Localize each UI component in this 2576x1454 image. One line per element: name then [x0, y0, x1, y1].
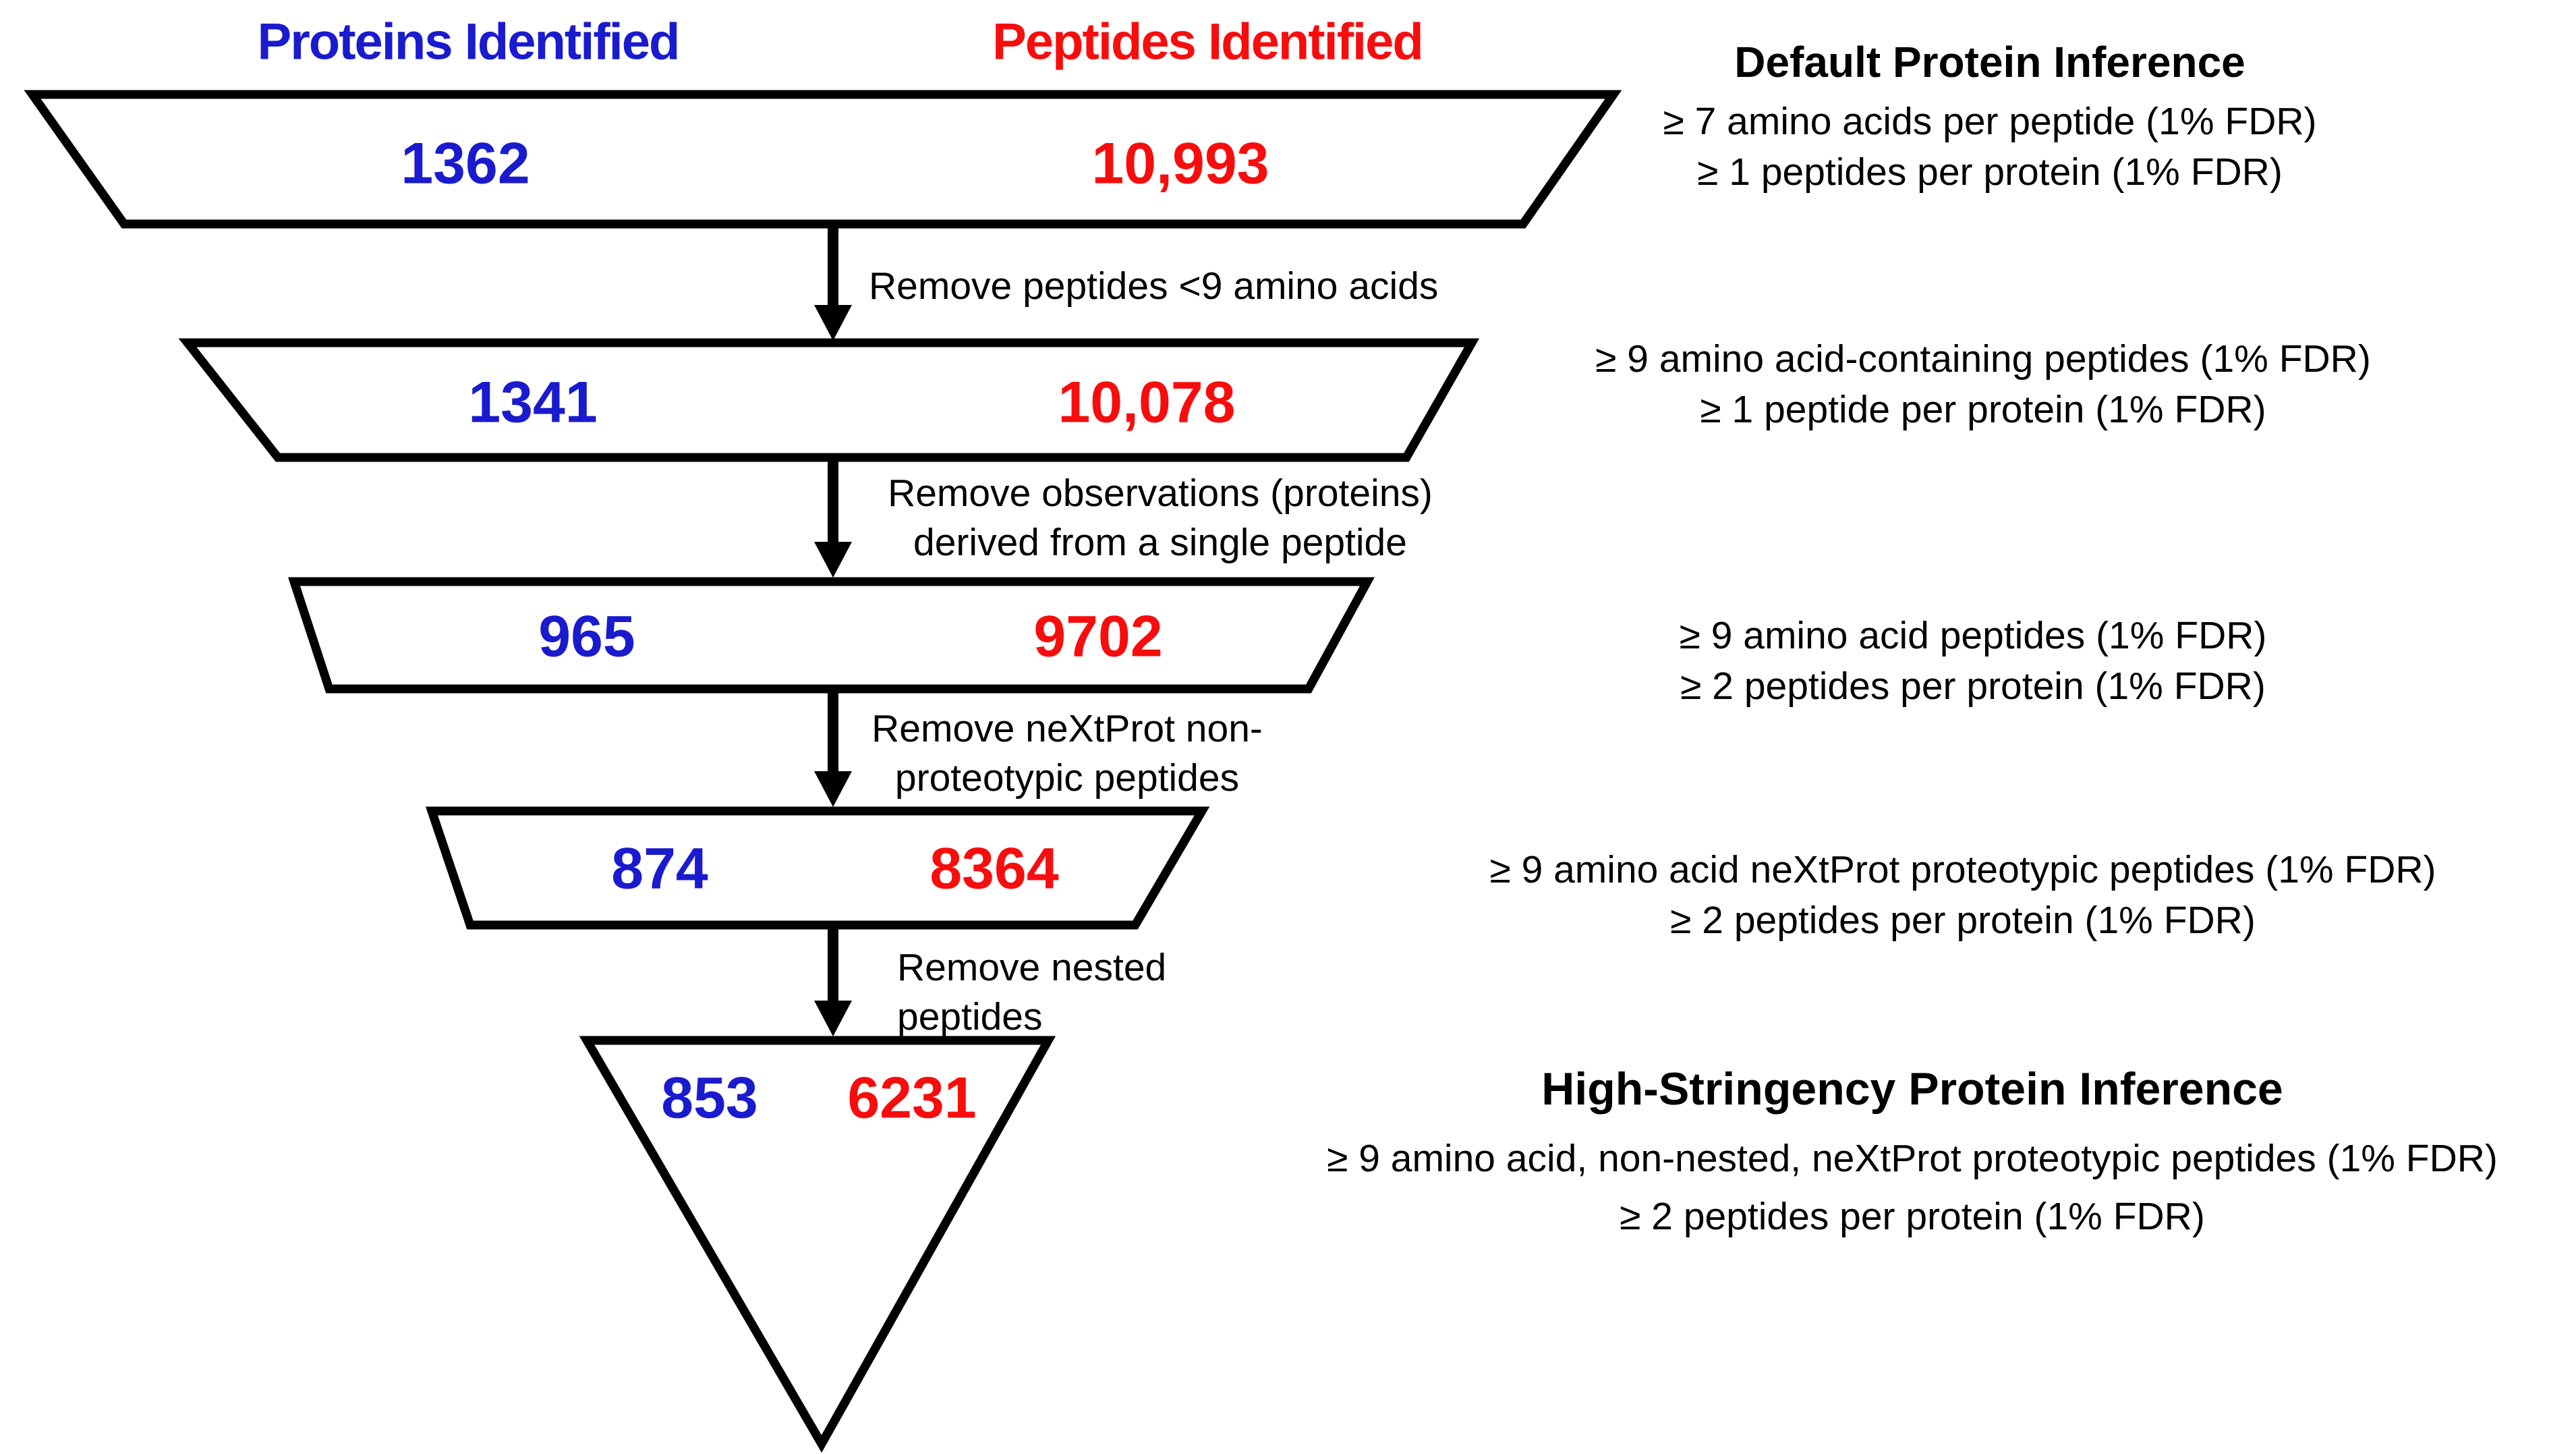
annotation-line: ≥ 1 peptides per protein (1% FDR) — [1697, 150, 2283, 194]
annotation-stage-3: ≥ 9 amino acid peptides (1% FDR) ≥ 2 pep… — [1680, 611, 2267, 712]
transition-4-label: Remove nested peptides — [897, 943, 1166, 1042]
down-arrow-icon — [814, 928, 852, 1036]
stage-5-protein-count: 853 — [661, 1065, 758, 1131]
peptides-column-header: Peptides Identified — [992, 13, 1424, 71]
stage-4-protein-count: 874 — [611, 836, 708, 901]
annotation-high-stringency: High-Stringency Protein Inference ≥ 9 am… — [1327, 1063, 2498, 1246]
transition-4-label-line-2: peptides — [897, 995, 1043, 1038]
down-arrow-icon — [814, 692, 852, 807]
annotation-stage-2: ≥ 9 amino acid-containing peptides (1% F… — [1595, 334, 2371, 435]
funnel-stage-1-shape — [24, 90, 1622, 229]
stage-2-peptide-count: 10,078 — [1058, 370, 1236, 435]
annotation-line: ≥ 2 peptides per protein (1% FDR) — [1620, 1194, 2205, 1238]
down-arrow-icon — [814, 227, 852, 341]
down-arrow-icon — [814, 460, 852, 578]
funnel-stage-4-shape — [425, 806, 1210, 930]
annotation-line: ≥ 2 peptides per protein (1% FDR) — [1670, 899, 2256, 943]
annotation-line: ≥ 1 peptide per protein (1% FDR) — [1700, 388, 2266, 432]
transition-2-label-line-1: Remove observations (proteins) — [888, 472, 1433, 515]
stage-1-peptide-count: 10,993 — [1091, 131, 1269, 196]
stage-3-protein-count: 965 — [538, 604, 635, 669]
stage-5-peptide-count: 6231 — [847, 1065, 977, 1131]
transition-3-label-line-2: proteotypic peptides — [894, 756, 1240, 800]
annotation-line: ≥ 9 amino acid, non-nested, neXtProt pro… — [1327, 1137, 2498, 1180]
transition-1-label: Remove peptides <9 amino acids — [869, 264, 1439, 308]
funnel-stage-3-shape — [288, 577, 1375, 694]
transition-3-label: Remove neXtProt non- proteotypic peptide… — [865, 704, 1269, 803]
funnel-stage-2-shape — [178, 338, 1480, 462]
annotation-stage-4: ≥ 9 amino acid neXtProt proteotypic pept… — [1489, 845, 2436, 946]
annotation-line: ≥ 9 amino acid-containing peptides (1% F… — [1595, 337, 2371, 381]
transition-2-label-line-2: derived from a single peptide — [913, 520, 1407, 564]
funnel-stage-5-triangle-shape — [579, 1036, 1056, 1453]
annotation-line: ≥ 7 amino acids per peptide (1% FDR) — [1663, 100, 2317, 143]
annotation-line: ≥ 9 amino acid peptides (1% FDR) — [1679, 614, 2267, 657]
stage-4-peptide-count: 8364 — [929, 836, 1059, 901]
stage-3-peptide-count: 9702 — [1033, 604, 1163, 669]
stage-1-protein-count: 1362 — [401, 131, 530, 196]
annotation-line: ≥ 2 peptides per protein (1% FDR) — [1680, 665, 2266, 708]
annotation-line: ≥ 9 amino acid neXtProt proteotypic pept… — [1489, 848, 2436, 891]
annotation-high-stringency-title: High-Stringency Protein Inference — [1541, 1063, 2283, 1115]
proteins-column-header: Proteins Identified — [257, 13, 681, 71]
transition-4-label-line-1: Remove nested — [897, 946, 1167, 989]
annotation-default-inference-title: Default Protein Inference — [1734, 38, 2245, 86]
transition-3-label-line-1: Remove neXtProt non- — [871, 707, 1263, 750]
transition-2-label: Remove observations (proteins) derived f… — [857, 469, 1464, 567]
annotation-default-inference: Default Protein Inference ≥ 7 amino acid… — [1663, 37, 2316, 198]
stage-2-protein-count: 1341 — [468, 370, 598, 435]
